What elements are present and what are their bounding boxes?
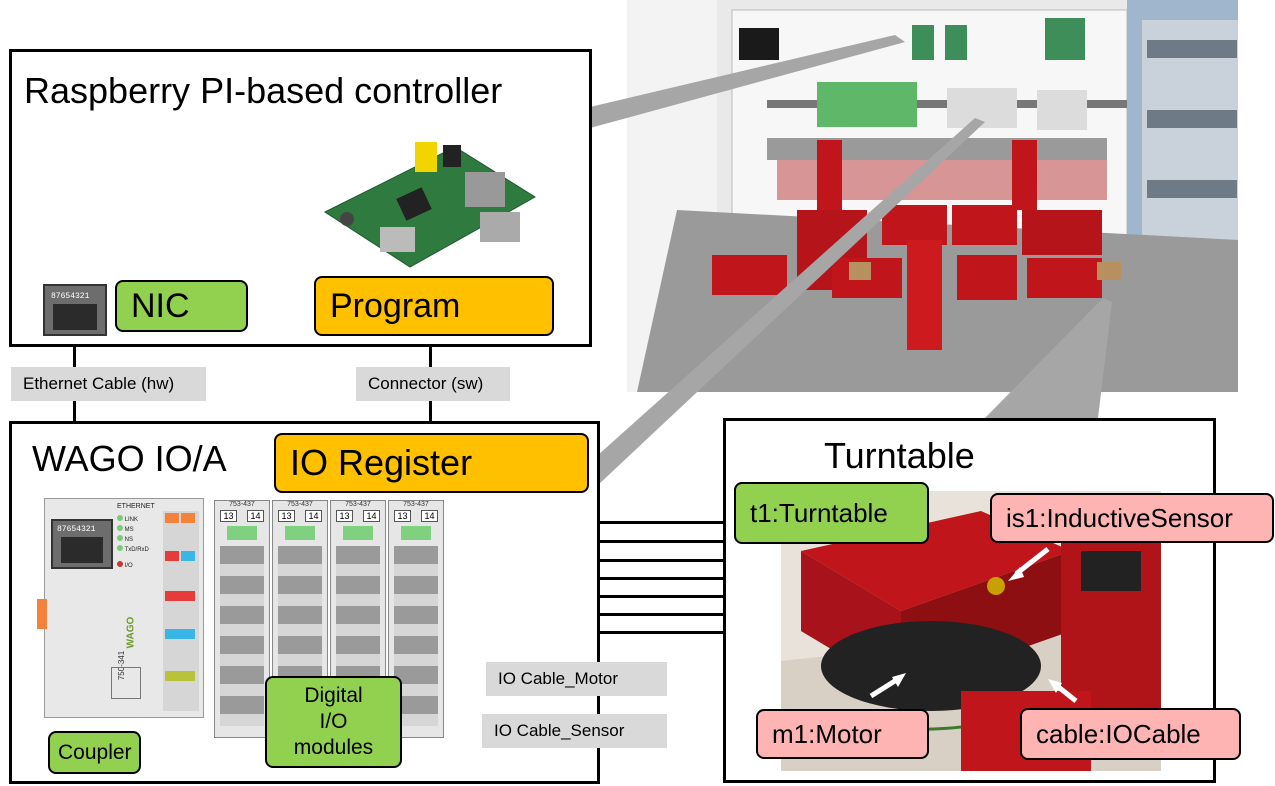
io-cable-line-4 bbox=[598, 577, 726, 580]
coupler-device: 87654321 ETHERNET LINK MS NS TxD/RxD I/O… bbox=[37, 498, 204, 718]
turntable-title: Turntable bbox=[824, 435, 975, 476]
t1-turntable-label: t1:Turntable bbox=[734, 482, 929, 544]
coupler-brand-label: WAGO bbox=[125, 616, 137, 649]
controller-title: Raspberry PI-based controller bbox=[24, 70, 503, 111]
is1-inductive-sensor-label: is1:InductiveSensor bbox=[990, 493, 1274, 543]
factory-photo bbox=[627, 0, 1238, 392]
io-module-2-terminal-13: 13 bbox=[278, 510, 295, 522]
digital-label-line-2: I/O bbox=[319, 710, 348, 733]
controller-box: Raspberry PI-based controller 87654321 N… bbox=[9, 49, 592, 347]
io-module-4-model: 753-437 bbox=[403, 501, 429, 508]
io-cable-line-3 bbox=[598, 559, 726, 562]
turntable-box: Turntable t1:Turntable is1:InductiveSens… bbox=[723, 418, 1274, 783]
coupler-led-panel: LINK MS NS TxD/RxD I/O bbox=[117, 515, 149, 571]
controller-rj45-code: 87654321 bbox=[51, 292, 90, 301]
io-cable-motor-label: IO Cable_Motor bbox=[486, 662, 667, 696]
led-ns-label: NS bbox=[124, 537, 134, 543]
program-label: Program bbox=[314, 276, 554, 336]
io-module-2-terminal-14: 14 bbox=[305, 510, 322, 522]
factory-photo-illustration bbox=[627, 0, 1238, 392]
io-cable-line-2 bbox=[598, 540, 726, 543]
digital-label-line-3: modules bbox=[293, 736, 374, 759]
coupler-label-text: Coupler bbox=[58, 740, 132, 764]
led-txrx-label: TxD/RxD bbox=[124, 547, 149, 553]
connector-label: Connector (sw) bbox=[356, 367, 510, 401]
io-cable-line-7 bbox=[598, 631, 726, 634]
io-cable-line-6 bbox=[598, 613, 726, 616]
io-cable-sensor-label: IO Cable_Sensor bbox=[482, 714, 667, 748]
m1-motor-label: m1:Motor bbox=[756, 709, 929, 759]
coupler-ethernet-label: ETHERNET bbox=[117, 503, 155, 510]
io-module-1: 753-437 13 14 bbox=[214, 500, 270, 738]
io-module-1-terminal-13: 13 bbox=[220, 510, 237, 522]
nic-label: NIC bbox=[115, 280, 248, 332]
coupler-label: Coupler bbox=[48, 731, 141, 774]
io-module-1-terminal-14: 14 bbox=[247, 510, 264, 522]
led-link-label: LINK bbox=[124, 517, 139, 523]
io-module-3-model: 753-437 bbox=[345, 501, 371, 508]
digital-io-modules-label: Digital I/O modules bbox=[265, 676, 402, 768]
ethernet-cable-label: Ethernet Cable (hw) bbox=[11, 367, 206, 401]
cable-iocable-label: cable:IOCable bbox=[1020, 708, 1241, 760]
digital-label-line-1: Digital bbox=[304, 684, 363, 707]
io-module-4-terminal-13: 13 bbox=[394, 510, 411, 522]
io-module-4-terminal-14: 14 bbox=[421, 510, 438, 522]
wago-box: WAGO IO/A IO Register 87654321 ETHERNET … bbox=[9, 421, 667, 784]
raspberry-pi-board-icon bbox=[323, 142, 536, 268]
io-module-2-model: 753-437 bbox=[287, 501, 313, 508]
controller-rj45-port-icon: 87654321 bbox=[43, 284, 107, 336]
io-module-3-terminal-13: 13 bbox=[336, 510, 353, 522]
led-io-label: I/O bbox=[124, 563, 133, 569]
pointer-arrows bbox=[869, 547, 1078, 703]
wago-title: WAGO IO/A bbox=[32, 438, 227, 479]
io-cable-line-5 bbox=[598, 595, 726, 598]
io-cable-line-1 bbox=[598, 521, 726, 524]
io-module-3-terminal-14: 14 bbox=[363, 510, 380, 522]
coupler-rj45-port-icon: 87654321 bbox=[51, 519, 113, 569]
io-module-1-model: 753-437 bbox=[229, 501, 255, 508]
led-ms-label: MS bbox=[124, 527, 134, 533]
io-register-label: IO Register bbox=[274, 433, 589, 493]
coupler-rj45-code: 87654321 bbox=[57, 525, 96, 534]
